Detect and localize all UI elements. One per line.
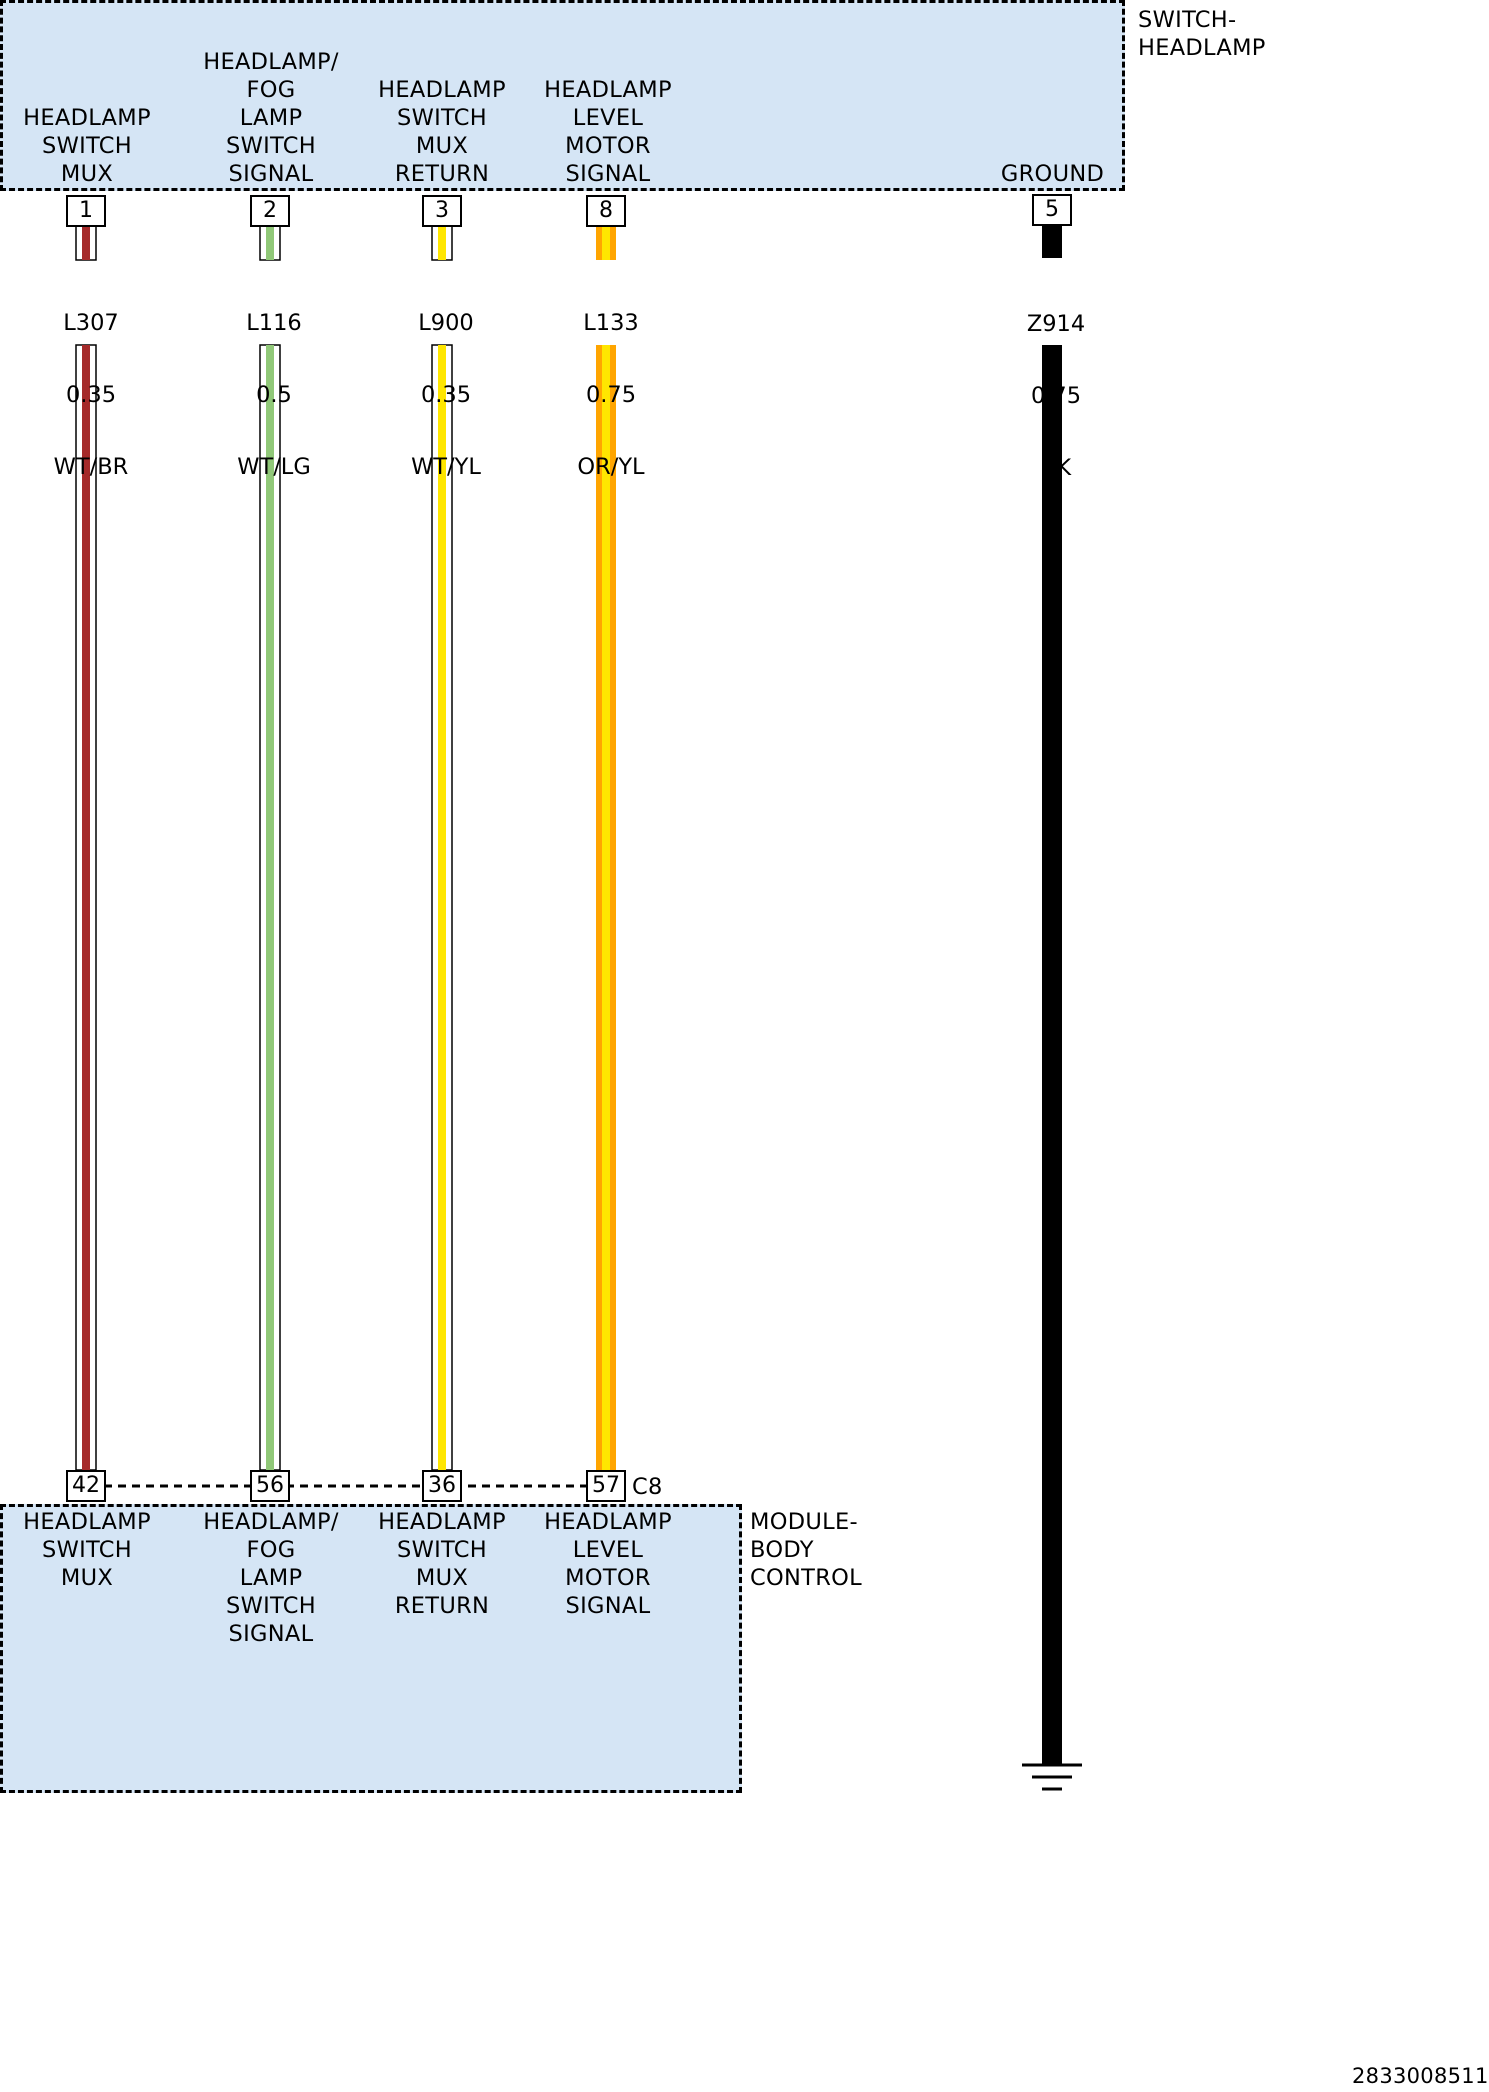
wire-l116-gauge: 0.5 [256, 382, 292, 408]
wire-z914 [1042, 226, 1062, 1765]
wire-l133-circuit: L133 [583, 310, 639, 336]
module-pin42-label: HEADLAMP SWITCH MUX [23, 1509, 151, 1591]
switch-pin-1: 1 [66, 195, 106, 227]
switch-pin-2: 2 [250, 195, 290, 227]
switch-pin3-label: HEADLAMP SWITCH MUX RETURN [378, 77, 506, 187]
wire-l307-color: WT/BR [53, 454, 129, 480]
module-pin56-label: HEADLAMP/ FOG LAMP SWITCH SIGNAL [203, 1509, 339, 1647]
module-pin-56: 56 [250, 1470, 290, 1502]
switch-headlamp-box [0, 0, 1125, 191]
switch-pin2-label: HEADLAMP/ FOG LAMP SWITCH SIGNAL [203, 49, 339, 187]
connector-c8-label: C8 [632, 1474, 663, 1500]
switch-pin-8: 8 [586, 195, 626, 227]
wire-l133-label: L133 0.75 OR/YL [541, 263, 681, 503]
wire-l900-color: WT/YL [411, 454, 481, 480]
wire-l116-circuit: L116 [246, 310, 302, 336]
figure-id: 2833008511 [1352, 2064, 1489, 2088]
switch-pin-3: 3 [422, 195, 462, 227]
wire-l116 [259, 225, 281, 1471]
switch-pin-5: 5 [1032, 194, 1072, 226]
switch-pin8-label: HEADLAMP LEVEL MOTOR SIGNAL [544, 77, 672, 187]
wire-l900-circuit: L900 [418, 310, 474, 336]
wire-l307-gauge: 0.35 [65, 382, 117, 408]
wire-l116-color: WT/LG [237, 454, 311, 480]
wire-l307-circuit: L307 [63, 310, 119, 336]
wire-z914-label: Z914 0.75 BK [986, 264, 1126, 504]
module-body-control-title: MODULE- BODY CONTROL [750, 1509, 862, 1591]
wire-l307-label: L307 0.35 WT/BR [21, 263, 161, 503]
switch-pin5-label: GROUND [1000, 161, 1105, 187]
module-pin36-label: HEADLAMP SWITCH MUX RETURN [378, 1509, 506, 1619]
ground-symbol [1022, 1763, 1082, 1791]
wire-l900-label: L900 0.35 WT/YL [376, 263, 516, 503]
module-pin57-label: HEADLAMP LEVEL MOTOR SIGNAL [544, 1509, 672, 1619]
wire-z914-gauge: 0.75 [1030, 383, 1082, 409]
wire-z914-color: BK [1040, 455, 1072, 481]
wire-l133-color: OR/YL [577, 454, 645, 480]
module-pin-36: 36 [422, 1470, 462, 1502]
module-body-control-box [0, 1504, 742, 1793]
wire-l307 [75, 225, 97, 1471]
switch-pin1-label: HEADLAMP SWITCH MUX [23, 105, 151, 187]
switch-headlamp-title: SWITCH- HEADLAMP [1138, 7, 1266, 61]
wire-l116-label: L116 0.5 WT/LG [204, 263, 344, 503]
wire-z914-circuit: Z914 [1026, 311, 1086, 337]
module-pin-42: 42 [66, 1470, 106, 1502]
wire-l133 [596, 226, 616, 1470]
wire-l133-gauge: 0.75 [585, 382, 637, 408]
module-pin-57: 57 [586, 1470, 626, 1502]
wire-l900-gauge: 0.35 [420, 382, 472, 408]
